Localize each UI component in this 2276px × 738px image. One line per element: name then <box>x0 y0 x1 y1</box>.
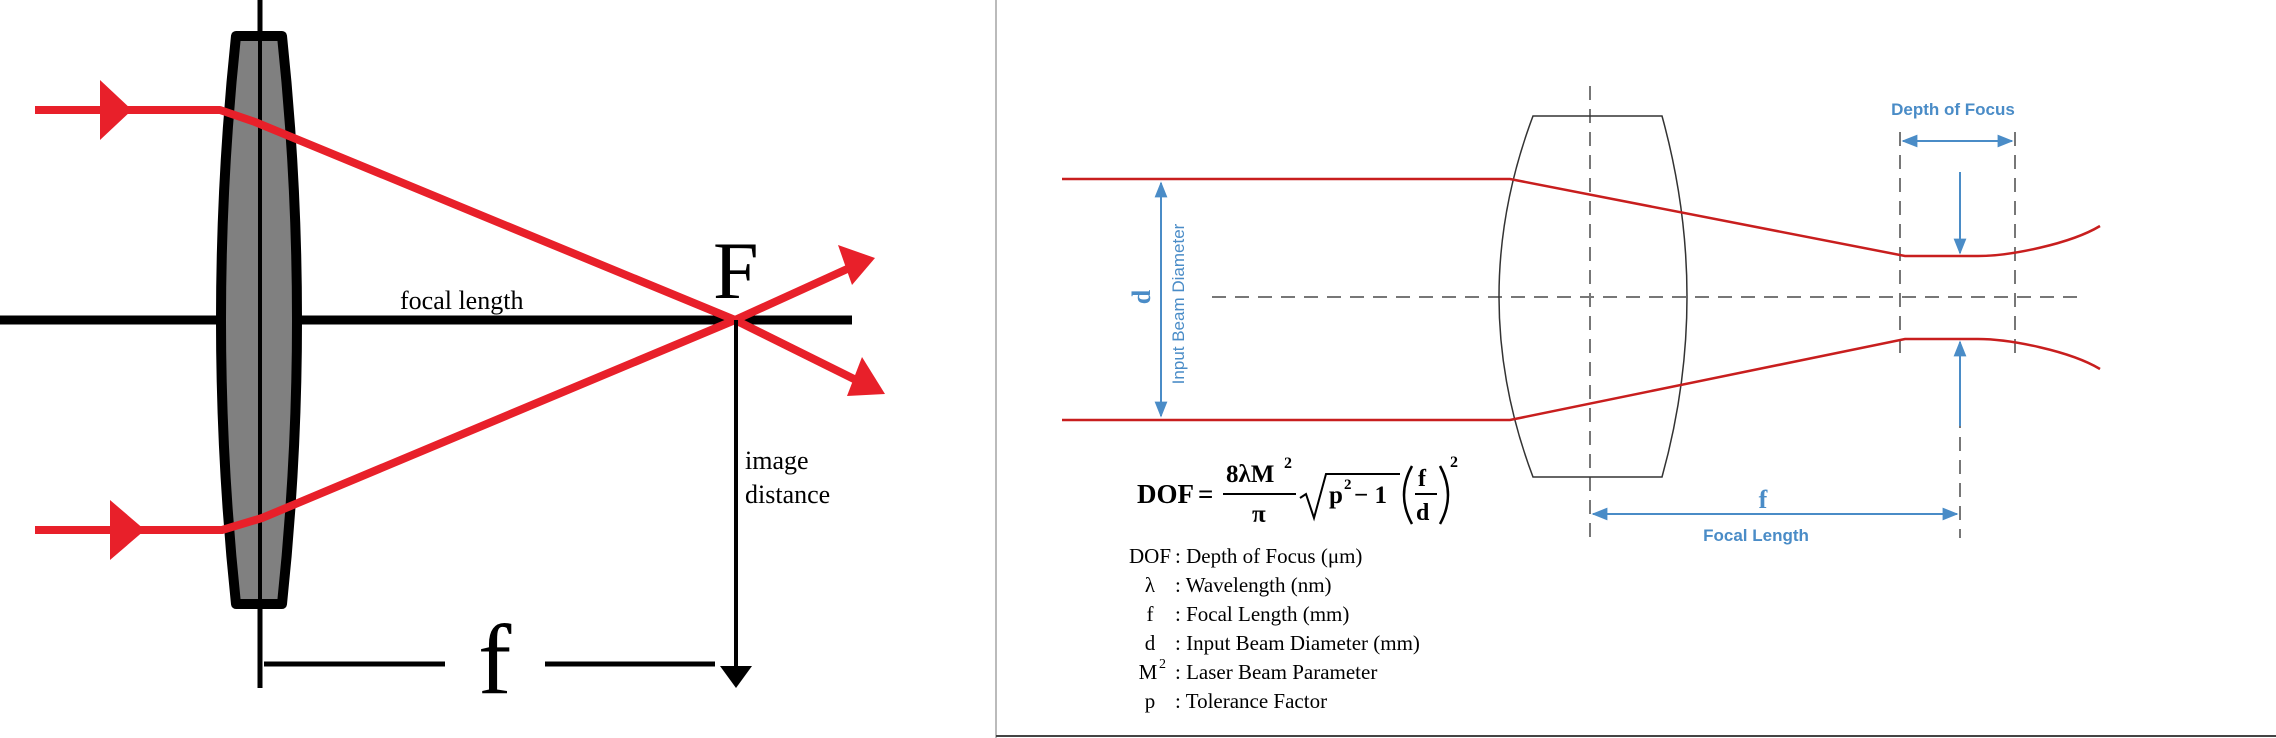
formula-radicand-sup: 2 <box>1344 477 1352 493</box>
bottom-incoming-ray <box>35 316 737 534</box>
upper-outgoing-ray <box>733 261 858 324</box>
image-distance-label-line2: distance <box>745 480 830 509</box>
formula-frac-den: d <box>1416 500 1430 526</box>
legend-symbol: d <box>1145 631 1156 655</box>
legend-symbol: p <box>1145 689 1156 713</box>
legend-symbol: DOF <box>1129 544 1171 568</box>
legend-row: M 2 : Laser Beam Parameter <box>1139 657 1378 684</box>
image-distance-label-line1: image <box>745 446 809 475</box>
beam-bottom-edge <box>1062 337 2101 422</box>
legend-description: : Depth of Focus (μm) <box>1175 544 1362 568</box>
depth-of-focus-diagram: Depth of Focus d Input Beam Diameter f F… <box>995 0 2276 738</box>
formula-radicand-tail: − 1 <box>1354 482 1387 509</box>
bottom-ray-arrowhead-icon <box>110 500 145 560</box>
legend-symbol: M <box>1139 660 1158 684</box>
legend-row: DOF : Depth of Focus (μm) <box>1129 544 1362 568</box>
formula-outer-sup: 2 <box>1450 454 1458 471</box>
dof-formula: DOF = 8λM 2 π p 2 − 1 f d 2 <box>1137 454 1458 528</box>
formula-lhs: DOF <box>1137 479 1194 509</box>
legend-row: d : Input Beam Diameter (mm) <box>1145 631 1420 655</box>
lower-outgoing-ray <box>733 316 862 386</box>
laser-beam <box>1062 177 2101 422</box>
lower-out-arrowhead-icon <box>847 357 885 396</box>
legend-description: : Laser Beam Parameter <box>1175 660 1377 684</box>
d-label: d <box>1127 289 1156 304</box>
legend-symbol: f <box>1147 602 1154 626</box>
legend-row: λ : Wavelength (nm) <box>1145 573 1332 597</box>
focal-point-label: F <box>713 225 759 316</box>
image-distance-arrowhead-icon <box>720 666 752 688</box>
formula-left-paren <box>1402 465 1414 525</box>
formula-frac-num: f <box>1418 466 1427 492</box>
formula-numerator-sup: 2 <box>1284 455 1292 472</box>
simple-lens-diagram: F focal length image distance f <box>0 0 885 715</box>
f-label: f <box>1759 485 1768 514</box>
legend-symbol-sup: 2 <box>1159 657 1166 672</box>
beam-top-edge <box>1062 177 2101 258</box>
legend-description: : Tolerance Factor <box>1175 689 1327 713</box>
legend-description: : Wavelength (nm) <box>1175 573 1332 597</box>
focal-length-label: Focal Length <box>1703 526 1809 545</box>
legend-row: p : Tolerance Factor <box>1145 689 1327 713</box>
top-incoming-ray <box>35 106 737 324</box>
input-beam-diameter-label: Input Beam Diameter <box>1169 223 1188 384</box>
formula-right-paren <box>1438 465 1450 525</box>
sqrt-symbol <box>1299 473 1400 522</box>
legend-description: : Focal Length (mm) <box>1175 602 1349 626</box>
formula-radicand: p <box>1329 482 1343 509</box>
lens-outline <box>1498 115 1688 478</box>
formula-denominator: π <box>1252 501 1266 528</box>
formula-numerator: 8λM <box>1226 461 1274 488</box>
focal-length-label: focal length <box>400 286 523 315</box>
f-dimension-label: f <box>478 604 512 715</box>
legend-symbol: λ <box>1145 573 1156 597</box>
top-ray-arrowhead-icon <box>100 80 132 140</box>
legend-description: : Input Beam Diameter (mm) <box>1175 631 1420 655</box>
formula-equals: = <box>1198 479 1213 509</box>
formula-legend: DOF : Depth of Focus (μm) λ : Wavelength… <box>1129 544 1420 713</box>
legend-row: f : Focal Length (mm) <box>1147 602 1350 626</box>
upper-out-arrowhead-icon <box>838 245 875 285</box>
depth-of-focus-label: Depth of Focus <box>1891 100 2015 119</box>
